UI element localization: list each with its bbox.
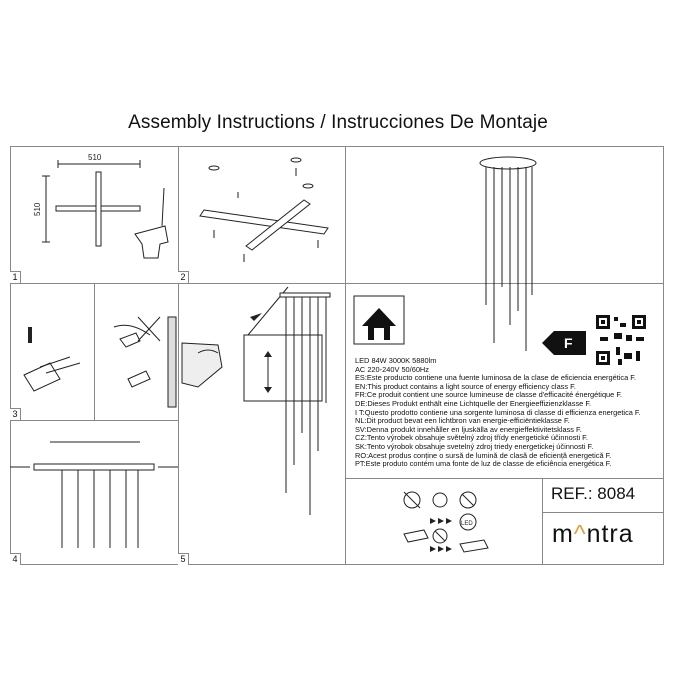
led-icon: LED (459, 513, 477, 531)
divider (542, 478, 543, 565)
depth-dimension-label: 510 (33, 202, 42, 216)
spec-cct: 3000K (388, 356, 411, 365)
led-icon-label: LED (461, 521, 473, 527)
divider (178, 146, 179, 565)
step-number-5: 5 (178, 553, 189, 565)
divider (345, 283, 664, 284)
energy-line: CZ:Tento výrobek obsahuje světelný zdroj… (355, 433, 588, 443)
energy-line: NL:Dit product bevat een lichtbron van e… (355, 416, 570, 426)
ref-value: 8084 (597, 484, 636, 503)
energy-line: PT:Este produto contém uma fonte de luz … (355, 459, 612, 469)
spec-row: LED 84W 3000K 5880lm (355, 356, 660, 366)
energy-line: SV:Denna produkt innehåller en ljuskälla… (355, 424, 582, 434)
spec-voltage: AC 220-240V (355, 364, 400, 374)
divider (542, 512, 664, 513)
hand-icon (432, 492, 448, 508)
step-number-4: 4 (10, 553, 21, 565)
step3-wiring-diagram (23, 316, 177, 408)
step4-cable-diagram (10, 441, 178, 548)
spec-row: AC 220-240V 50/60Hz (355, 364, 660, 375)
divider (10, 420, 178, 421)
energy-line: RO:Acest produs conține o sursă de lumin… (355, 450, 612, 460)
width-dimension-label: 510 (88, 153, 102, 162)
reference-number: REF.: 8084 (551, 484, 635, 504)
disposal-icons: LED (403, 491, 489, 553)
energy-line: ES:Este producto contiene una fuente lum… (355, 373, 637, 383)
ban-icon (432, 528, 448, 544)
ref-label: REF.: (551, 484, 593, 503)
product-fixture-overview (479, 156, 537, 351)
energy-line: DE:Dieses Produkt enthält eine Lichtquel… (355, 398, 592, 408)
energy-class-letter: F (564, 335, 573, 351)
spec-lumen: 5880lm (412, 356, 437, 365)
energy-class-arrow: F (542, 331, 586, 355)
step3-anchor-diagram (181, 286, 323, 402)
step1-bracket-diagram: 510 510 (33, 153, 169, 259)
energy-info-block: LED 84W 3000K 5880lm AC 220-240V 50/60Hz… (355, 356, 660, 469)
energy-line: EN:This product contains a light source … (355, 381, 576, 391)
energy-line: SK:Tento výrobok obsahuje svetelný zdroj… (355, 441, 594, 451)
spec-led: LED (355, 356, 370, 365)
driver-box-icon (403, 529, 429, 543)
divider (10, 283, 345, 284)
step-number-3: 3 (10, 408, 21, 420)
step2-mounting-diagram (199, 157, 329, 262)
energy-label-house-icon (353, 295, 405, 345)
divider (94, 283, 95, 420)
spec-freq: 50/60Hz (401, 364, 429, 374)
driver-box-icon (459, 539, 489, 553)
brand-logo: m^ntra (552, 520, 634, 548)
bulb-icon (403, 491, 421, 509)
drill-icon (134, 187, 169, 259)
instructions-frame (10, 146, 664, 565)
ban-icon (459, 491, 477, 509)
step-number-2: 2 (178, 271, 189, 283)
qr-code-icon (594, 313, 648, 367)
page-title: Assembly Instructions / Instrucciones De… (128, 112, 548, 133)
step-number-1: 1 (10, 271, 21, 283)
spec-power: 84W (371, 356, 387, 365)
energy-line: I T:Questo prodotto contiene una sorgent… (355, 407, 641, 417)
divider (345, 146, 346, 565)
divider (345, 478, 664, 479)
energy-line: FR:Ce produit contient une source lumine… (355, 390, 623, 400)
step5-fixture-diagram (279, 292, 331, 515)
